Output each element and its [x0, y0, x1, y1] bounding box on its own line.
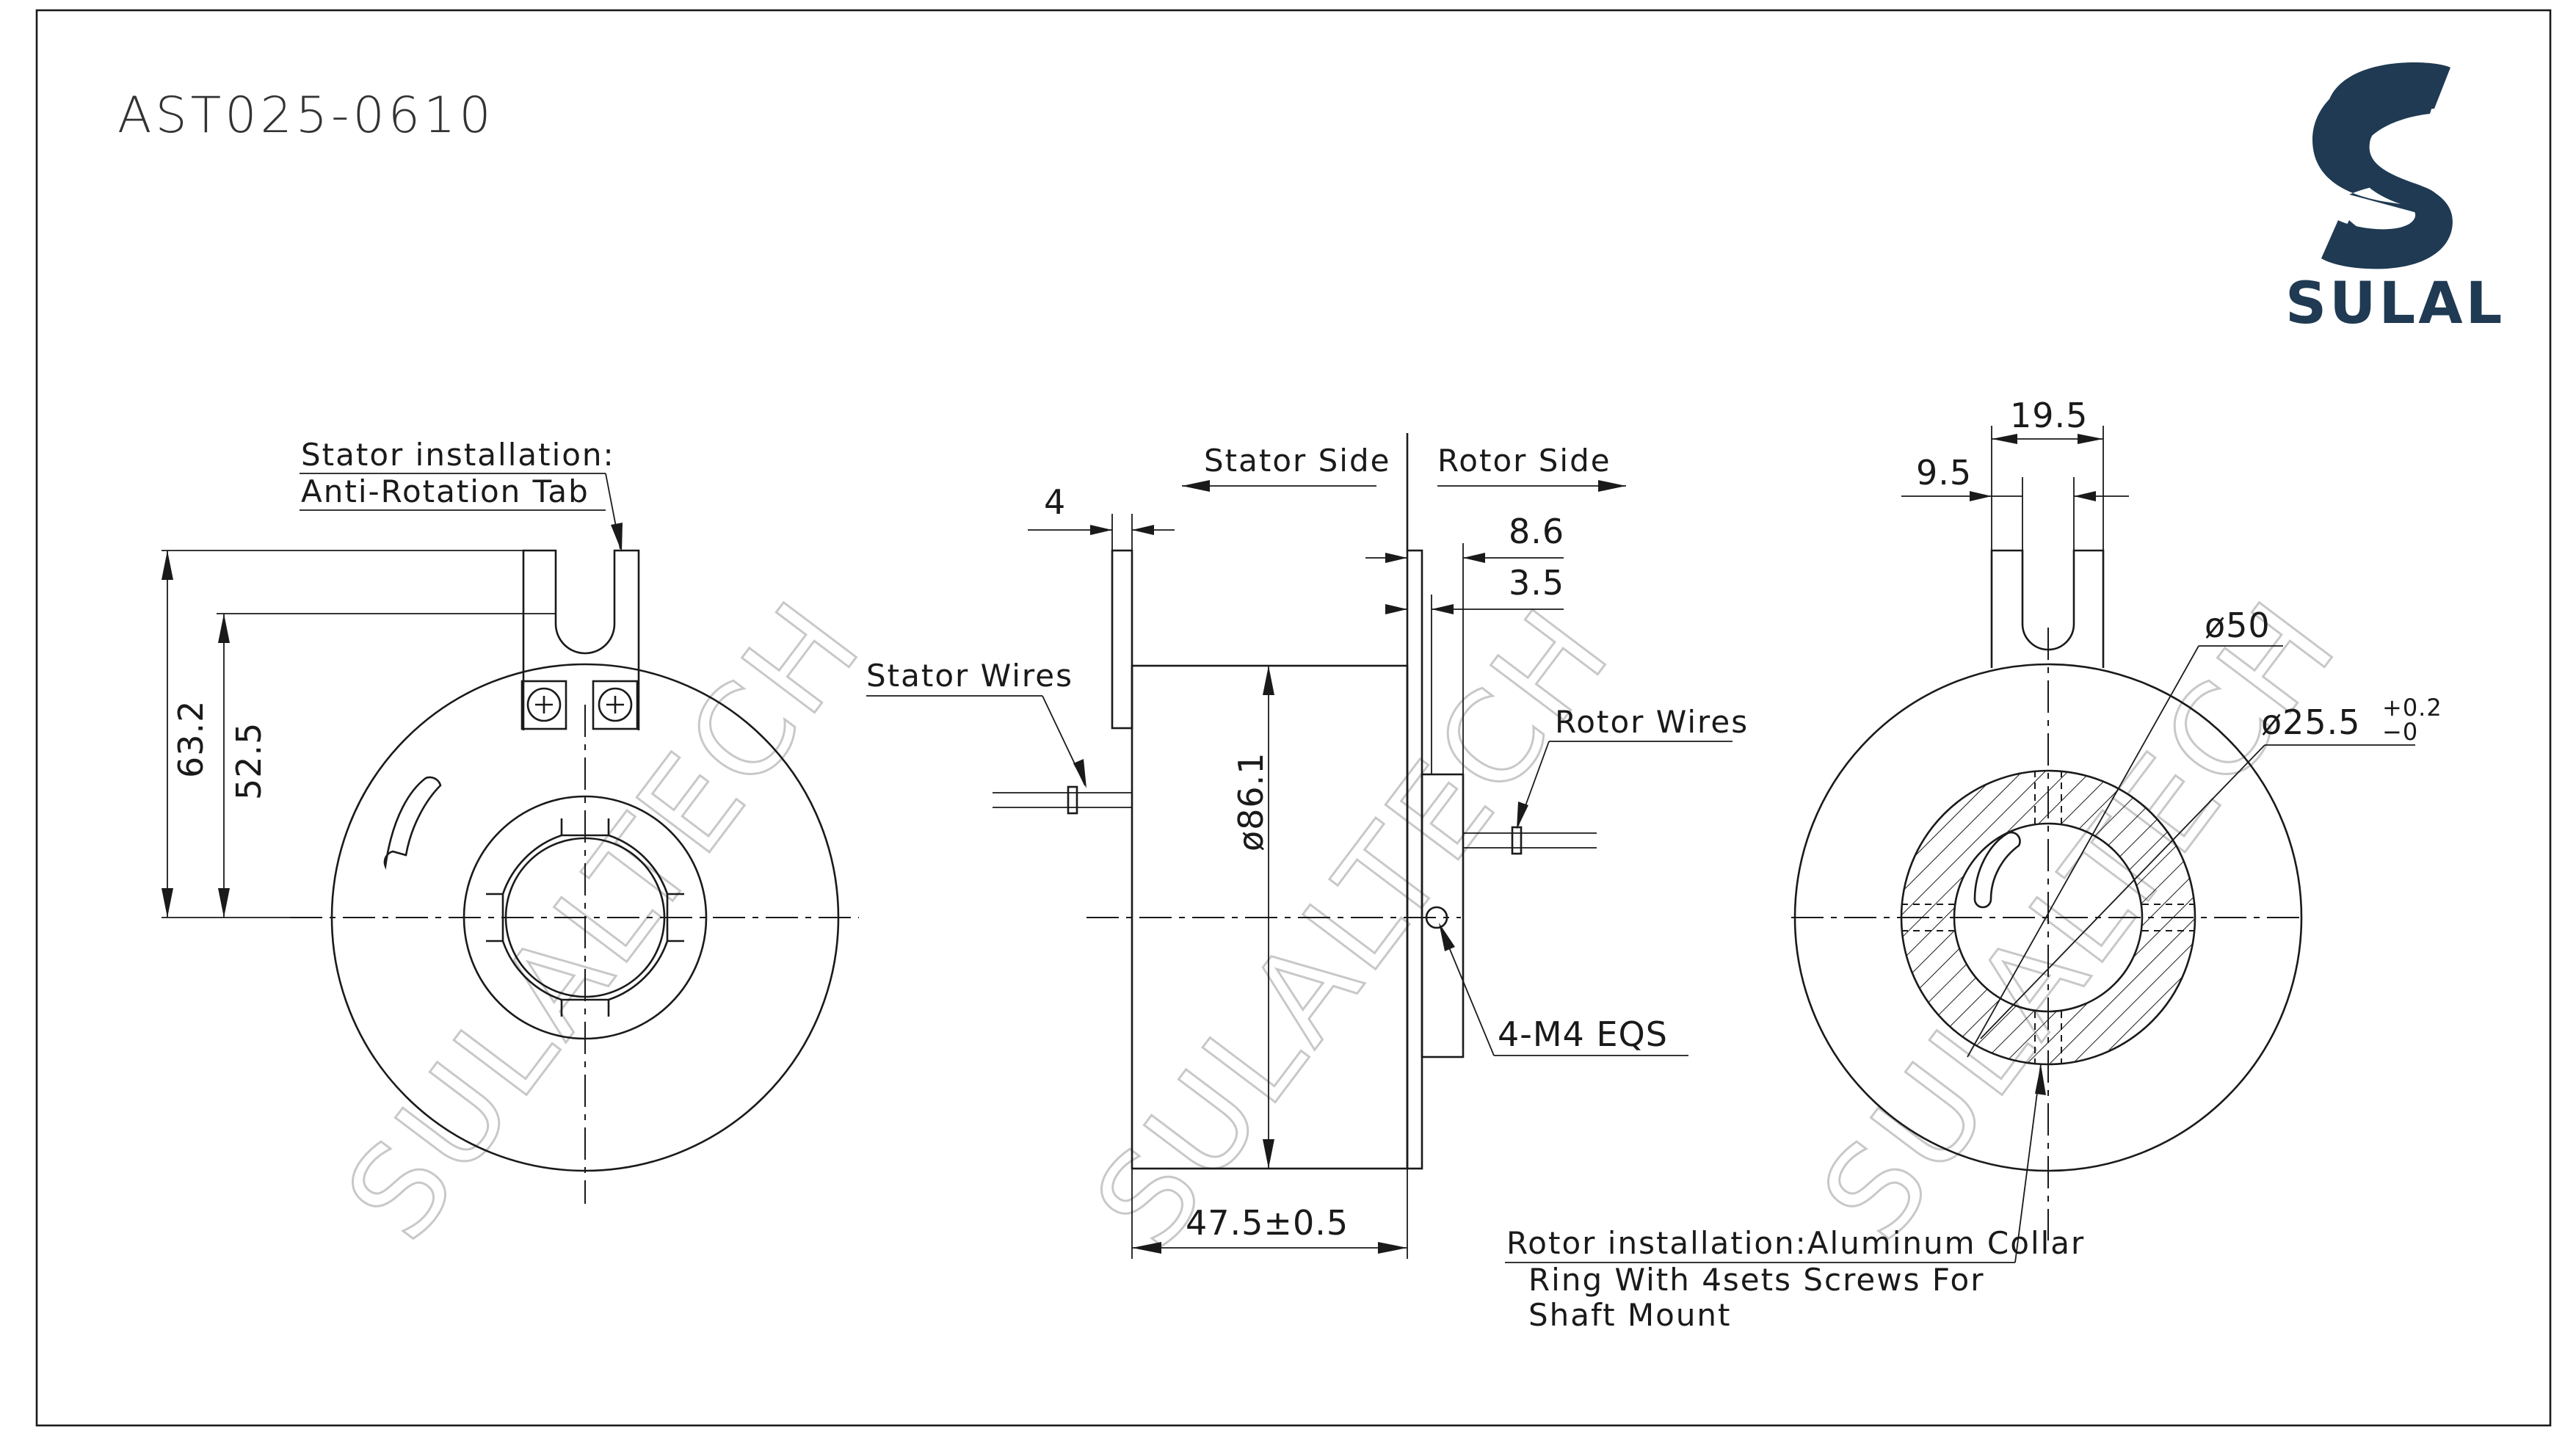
stator-side-label: Stator Side — [1204, 443, 1390, 479]
front-view: 63.2 52.5 Stator installation: Anti-Rota… — [162, 437, 859, 1204]
dim-3-5: 3.5 — [1509, 563, 1564, 603]
dim-19-5: 19.5 — [2010, 396, 2088, 435]
dim-25-5-tol-lower: −0 — [2382, 718, 2418, 746]
dim-63-2: 63.2 — [171, 700, 211, 778]
dim-25-5-tol-upper: +0.2 — [2382, 694, 2442, 722]
stator-install-label-2: Anti-Rotation Tab — [301, 473, 589, 509]
rear-view: ø50 ø25.5 +0.2 −0 19.5 9.5 Rotor install… — [1505, 396, 2442, 1333]
drawing-border — [35, 9, 2552, 1427]
dim-47-5: 47.5±0.5 — [1186, 1203, 1349, 1243]
stator-wires-label: Stator Wires — [866, 658, 1073, 694]
side-view: Stator Side Rotor Side 4 8.6 3.5 ø86.1 — [866, 433, 1749, 1259]
dim-52-5: 52.5 — [229, 722, 269, 800]
dim-9-5: 9.5 — [1916, 453, 1972, 493]
rotor-side-label: Rotor Side — [1437, 443, 1611, 479]
rotor-install-label-1: Rotor installation:Aluminum Collar — [1506, 1225, 2085, 1261]
brand-name: SULAL — [2285, 271, 2505, 337]
dim-25-5: ø25.5 — [2261, 702, 2361, 742]
rotor-wires-label: Rotor Wires — [1555, 704, 1749, 740]
dim-4: 4 — [1044, 482, 1066, 522]
watermark: SULALTECH — [1795, 575, 2366, 1266]
stator-install-label-1: Stator installation: — [301, 437, 615, 473]
dim-8-6: 8.6 — [1509, 512, 1564, 551]
drawing-title: AST025-0610 — [117, 87, 495, 145]
dim-50: ø50 — [2205, 606, 2271, 645]
rotor-install-label-3: Shaft Mount — [1528, 1297, 1732, 1333]
dim-86-1: ø86.1 — [1231, 752, 1271, 851]
screws-label: 4-M4 EQS — [1498, 1014, 1668, 1054]
watermark: SULALTECH — [319, 575, 890, 1266]
watermark: SULALTECH — [1068, 582, 1639, 1274]
brand-logo: SULAL — [2285, 62, 2505, 337]
rotor-install-label-2: Ring With 4sets Screws For — [1528, 1262, 1984, 1298]
